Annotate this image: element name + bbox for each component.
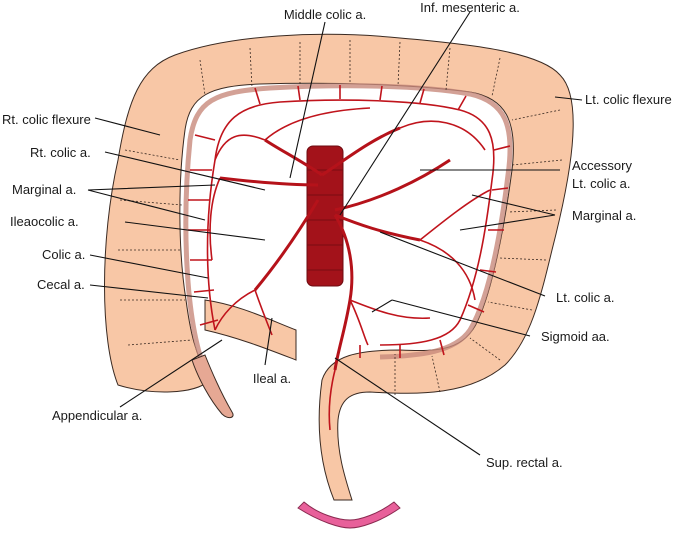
label-appendicular: Appendicular a. [52, 408, 142, 423]
rt-colic-trunk [220, 178, 318, 185]
anal-canal [298, 502, 400, 528]
label-sup-rectal: Sup. rectal a. [486, 455, 563, 470]
label-inf-mesenteric: Inf. mesenteric a. [420, 0, 520, 15]
ima-trunk [335, 215, 420, 370]
label-cecal: Cecal a. [37, 277, 85, 292]
label-middle-colic: Middle colic a. [284, 7, 366, 22]
label-ileocolic: Ileaocolic a. [10, 214, 79, 229]
label-ileal: Ileal a. [253, 371, 291, 386]
label-marginal-right: Marginal a. [572, 208, 636, 223]
accessory-lt-colic [335, 160, 450, 210]
label-colic: Colic a. [42, 247, 85, 262]
label-accessory-line2: Lt. colic a. [572, 176, 631, 191]
label-rt-colic: Rt. colic a. [30, 145, 91, 160]
label-rt-colic-flexure: Rt. colic flexure [2, 112, 91, 127]
label-marginal-left: Marginal a. [12, 182, 76, 197]
label-lt-colic: Lt. colic a. [556, 290, 615, 305]
ileum [205, 300, 296, 360]
label-sigmoid: Sigmoid aa. [541, 329, 610, 344]
label-lt-colic-flexure: Lt. colic flexure [585, 92, 672, 107]
arcade-vessels [210, 108, 490, 345]
label-accessory-line1: Accessory [572, 158, 632, 173]
